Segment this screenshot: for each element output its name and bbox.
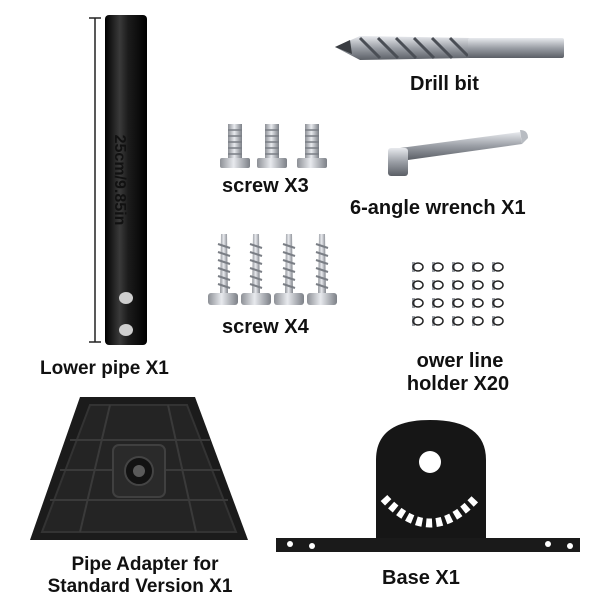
line-holder-item: [452, 262, 464, 272]
line-holder-item: [492, 298, 504, 308]
pipe-adapter-image: [30, 397, 248, 540]
wrench-image: [388, 130, 528, 176]
line-holder-item: [492, 280, 504, 290]
screw-x4-label: screw X4: [222, 316, 309, 338]
base-image: [276, 420, 580, 552]
line-holder-item: [432, 298, 444, 308]
pipe-adapter-label-line2: Standard Version X1: [47, 576, 233, 597]
line-holder-item: [452, 298, 464, 308]
line-holder-item: [472, 298, 484, 308]
line-holder-item: [472, 316, 484, 326]
drill-bit-image: [335, 36, 564, 60]
line-holder-item: [412, 316, 424, 326]
line-holder-item: [432, 262, 444, 272]
line-holder-item: [452, 316, 464, 326]
lower-pipe-image: [105, 15, 147, 345]
line-holder-item: [492, 316, 504, 326]
line-holder-item: [432, 280, 444, 290]
wrench-label: 6-angle wrench X1: [350, 197, 526, 219]
line-holder-item: [412, 262, 424, 272]
screw-x3-image: [220, 124, 327, 168]
line-holder-item: [492, 262, 504, 272]
line-holder-label-line2: holder X20: [406, 373, 510, 395]
dimension-line: [89, 17, 101, 343]
base-label: Base X1: [382, 567, 460, 589]
screw-x4-image: [208, 234, 337, 305]
line-holder-item: [412, 280, 424, 290]
drill-bit-label: Drill bit: [410, 73, 479, 95]
line-holder-label-line1: ower line: [416, 350, 504, 372]
line-holder-item: [472, 280, 484, 290]
line-holder-item: [432, 316, 444, 326]
pipe-adapter-label-line1: Pipe Adapter for: [71, 554, 219, 575]
lower-pipe-length-label: 25cm/9.85in: [111, 134, 128, 226]
line-holder-grid-image: [412, 262, 504, 326]
lower-pipe-label: Lower pipe X1: [40, 358, 169, 379]
line-holder-item: [452, 280, 464, 290]
line-holder-item: [472, 262, 484, 272]
screw-x3-label: screw X3: [222, 175, 309, 197]
line-holder-item: [412, 298, 424, 308]
